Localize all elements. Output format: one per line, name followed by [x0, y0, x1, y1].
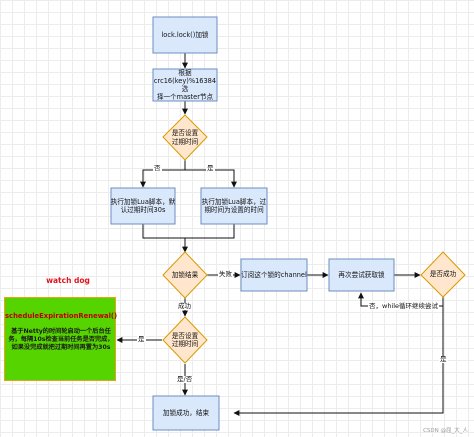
- edge-success-to-end: [233, 297, 444, 416]
- edge-label-retry-loop: 否，while循环继续尝试: [368, 302, 440, 311]
- lock-success-end-box: [152, 395, 220, 431]
- retry-acquire-box: [328, 258, 395, 292]
- success-decision: [420, 251, 466, 298]
- lua-default-expire-box: [110, 187, 176, 225]
- watchdog-box: scheduleExpirationRenewal() 基于Netty的时间轮启…: [4, 297, 118, 381]
- expire-decision-bottom: [162, 316, 208, 364]
- edge-label-no-top: 否: [153, 164, 162, 173]
- subscribe-channel-box: [240, 258, 308, 292]
- edge-yes-to-custom: [185, 169, 237, 188]
- edge-label-success: 成功: [177, 302, 192, 311]
- edge-label-yes-right: 是: [439, 355, 448, 364]
- watchdog-description: 基于Netty的时间轮启动一个后台任务，每隔10s检查当前任务是否完成，如果没完…: [8, 328, 114, 352]
- lua-custom-expire-box: [200, 187, 268, 225]
- edge-label-yes-no: 是/否: [176, 375, 194, 384]
- crc16-select-master-box: [152, 68, 218, 102]
- lock-call-box: [152, 16, 218, 54]
- watermark: CSDN @屈_大_人: [423, 428, 468, 434]
- expire-decision-top: [162, 114, 208, 161]
- lock-result-decision: [162, 251, 208, 299]
- edge-label-yes-left: 是: [137, 335, 146, 344]
- edge-label-fail: 失败: [218, 270, 233, 279]
- edge-no-to-default: [140, 160, 186, 188]
- edge-label-yes-top: 是: [206, 164, 215, 173]
- edge-custom-to-merge: [185, 224, 235, 239]
- edge-default-to-merge: [142, 224, 185, 239]
- watchdog-title: watch dog: [46, 276, 90, 285]
- watchdog-function-name: scheduleExpirationRenewal(): [5, 312, 118, 320]
